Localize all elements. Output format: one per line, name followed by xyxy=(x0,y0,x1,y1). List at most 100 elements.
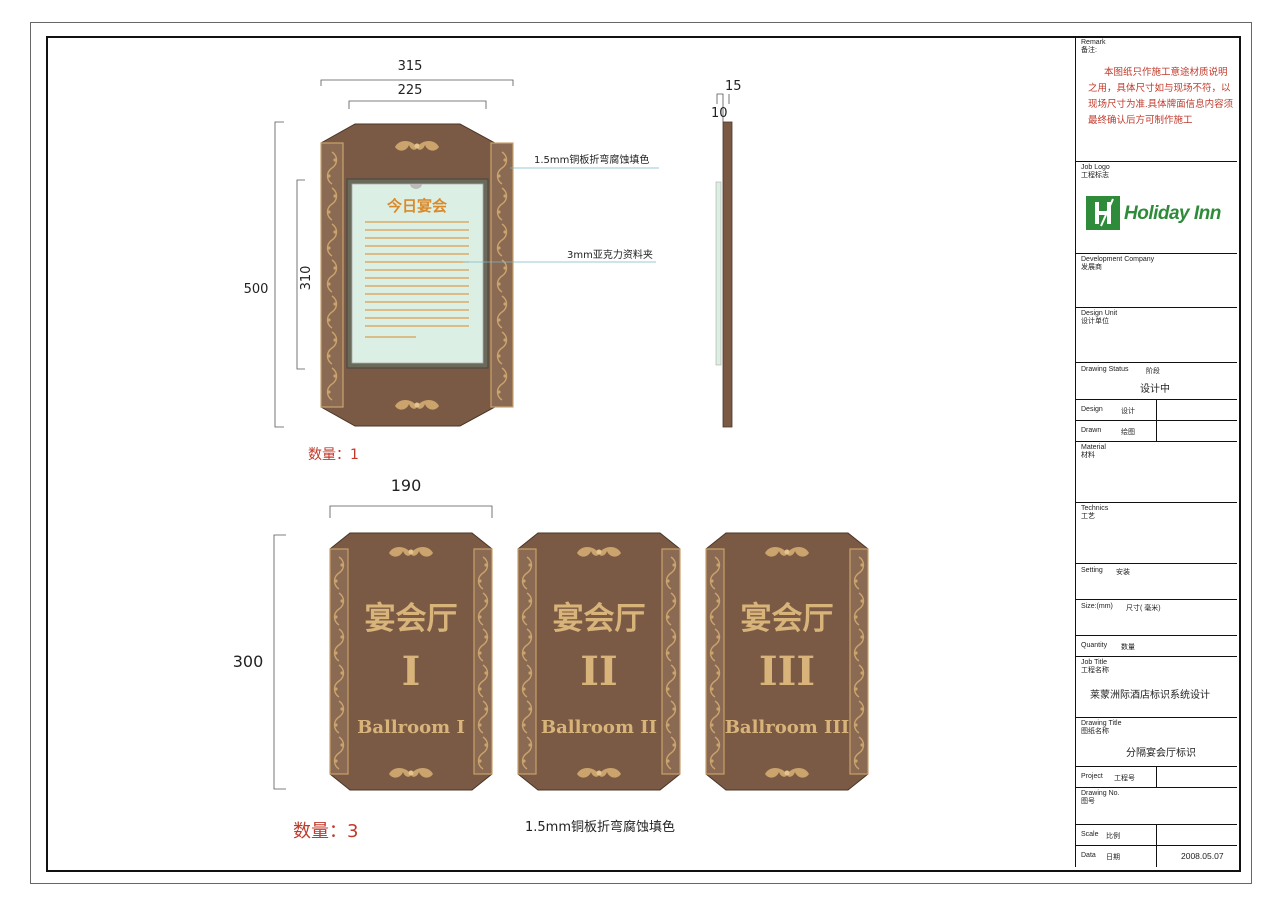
tb-job-title: Job Title 工程名称 莱蒙洲际酒店标识系统设计 xyxy=(1076,657,1237,718)
tb-remark-text: 本图纸只作施工意途材质说明之用，具体尺寸如与现场不符，以现场尺寸为准.具体牌面信… xyxy=(1088,67,1234,126)
sign-b-quantity: 数量：3 xyxy=(293,821,358,842)
tb-design-cn: 设计 xyxy=(1121,408,1135,415)
tb-dev-company: Development Company 发展商 xyxy=(1076,254,1237,308)
tb-setting-cn: 安装 xyxy=(1116,569,1130,576)
tb-technics-en: Technics xyxy=(1081,505,1109,512)
tb-material-cn: 材料 xyxy=(1081,452,1095,459)
tb-drawing-title-cn: 图纸名称 xyxy=(1081,728,1109,735)
tb-job-title-en: Job Title xyxy=(1081,659,1108,666)
tb-date: Data 日期 2008.05.07 xyxy=(1076,846,1237,867)
tb-drawing-title-value: 分隔宴会厅标识 xyxy=(1126,748,1196,759)
sign-a-side: 15 10 xyxy=(711,79,742,428)
outer-frame xyxy=(30,22,1252,884)
plate-chinese-name: 宴会厅 xyxy=(741,601,834,637)
sign-a-front: 315 225 500 310 xyxy=(244,59,659,463)
tb-quantity-cn: 数量 xyxy=(1121,644,1135,651)
dim-label-315: 315 xyxy=(398,59,423,74)
plate-right-strip xyxy=(661,548,681,775)
tb-drawing-status-en: Drawing Status xyxy=(1081,366,1129,373)
tb-quantity: Quantity 数量 xyxy=(1076,636,1237,657)
plate-english-name: Ballroom II xyxy=(541,717,657,738)
tb-drawing-status-value: 设计中 xyxy=(1140,384,1170,395)
dim-label-300: 300 xyxy=(233,652,264,671)
tb-size: Size:(mm) 尺寸( 毫米) xyxy=(1076,600,1237,636)
tb-drawing-no: Drawing No. 图号 xyxy=(1076,788,1237,825)
dim-label-310: 310 xyxy=(299,266,314,291)
tb-drawn-split xyxy=(1156,421,1157,441)
tb-material: Material 材料 xyxy=(1076,442,1237,503)
dim-line-500 xyxy=(274,121,284,428)
tb-date-cn: 日期 xyxy=(1106,854,1120,861)
tb-design: Design 设计 xyxy=(1076,400,1237,421)
dim-label-15: 15 xyxy=(725,79,742,94)
dim-line-315 xyxy=(320,79,514,86)
inner-frame xyxy=(46,36,1241,872)
sign-a-finger-notch xyxy=(410,184,422,189)
tb-drawing-status-cn: 阶段 xyxy=(1146,368,1160,375)
callout-copper: 1.5mm铜板折弯腐蚀填色 xyxy=(534,153,649,166)
tb-date-split xyxy=(1156,846,1157,867)
tb-drawn: Drawn 绘图 xyxy=(1076,421,1237,442)
tb-design-en: Design xyxy=(1081,406,1103,413)
plate-english-name: Ballroom I xyxy=(357,717,465,738)
plate-roman-numeral: III xyxy=(759,648,815,695)
plate-english-name: Ballroom III xyxy=(725,717,850,738)
tb-scale-en: Scale xyxy=(1081,831,1099,838)
plate-right-strip xyxy=(849,548,869,775)
sign-a-left-strip xyxy=(320,142,344,408)
sign-a-side-acrylic xyxy=(715,181,722,366)
sign-a-side-board xyxy=(722,121,733,428)
tb-scale-split xyxy=(1156,825,1157,845)
tb-job-title-value: 莱蒙洲际酒店标识系统设计 xyxy=(1090,690,1210,701)
holiday-inn-logo-text: Holiday Inn xyxy=(1124,203,1221,224)
tb-design-unit-cn: 设计单位 xyxy=(1081,318,1109,325)
tb-design-unit: Design Unit 设计单位 xyxy=(1076,308,1237,363)
plate-chinese-name: 宴会厅 xyxy=(553,601,646,637)
holiday-inn-h-icon xyxy=(1086,196,1120,230)
tb-dev-company-cn: 发展商 xyxy=(1081,264,1102,271)
callout-acrylic: 3mm亚克力资料夹 xyxy=(567,248,653,261)
tb-project-en: Project xyxy=(1081,773,1103,780)
plate-left-strip xyxy=(517,548,537,775)
tb-size-cn: 尺寸( 毫米) xyxy=(1126,605,1161,612)
tb-drawing-title-en: Drawing Title xyxy=(1081,720,1122,727)
tb-drawn-cn: 绘图 xyxy=(1121,429,1135,436)
plate-left-strip xyxy=(705,548,725,775)
dim-label-190: 190 xyxy=(391,476,422,495)
sign-a-acrylic-panel xyxy=(351,183,484,364)
tb-material-en: Material xyxy=(1081,444,1106,451)
tb-project-split xyxy=(1156,767,1157,787)
tb-job-logo: Job Logo 工程标志 Holiday Inn xyxy=(1076,162,1237,254)
holiday-inn-logo: Holiday Inn xyxy=(1086,196,1224,236)
tb-project-cn: 工程号 xyxy=(1114,775,1135,782)
tb-job-logo-cn: 工程标志 xyxy=(1081,172,1109,179)
tb-scale: Scale 比例 xyxy=(1076,825,1237,846)
plate-chinese-name: 宴会厅 xyxy=(365,601,458,637)
tb-remark-cn: 备注: xyxy=(1081,47,1097,54)
drawing-area: 315 225 500 310 xyxy=(233,59,869,842)
tb-scale-cn: 比例 xyxy=(1106,833,1120,840)
sign-a-right-strip xyxy=(490,142,514,408)
tb-project: Project 工程号 xyxy=(1076,767,1237,788)
dim-line-310 xyxy=(296,179,305,370)
plate-right-strip xyxy=(473,548,493,775)
tb-technics-cn: 工艺 xyxy=(1081,513,1095,520)
tb-drawing-no-en: Drawing No. xyxy=(1081,790,1120,797)
dim-line-225 xyxy=(348,100,487,109)
tb-drawing-title: Drawing Title 图纸名称 分隔宴会厅标识 xyxy=(1076,718,1237,767)
tb-design-split xyxy=(1156,400,1157,420)
sign-a-quantity: 数量：1 xyxy=(308,447,359,463)
tb-remark: Remark 备注: 本图纸只作施工意途材质说明之用，具体尺寸如与现场不符，以现… xyxy=(1076,37,1237,162)
tb-dev-company-en: Development Company xyxy=(1081,256,1155,263)
tb-design-unit-en: Design Unit xyxy=(1081,310,1118,317)
title-block: Remark 备注: 本图纸只作施工意途材质说明之用，具体尺寸如与现场不符，以现… xyxy=(1075,37,1237,867)
tb-setting: Setting 安装 xyxy=(1076,564,1237,600)
dim-line-side xyxy=(716,93,730,122)
tb-job-logo-en: Job Logo xyxy=(1081,164,1110,171)
tb-technics: Technics 工艺 xyxy=(1076,503,1237,564)
sign-b-caption: 1.5mm铜板折弯腐蚀填色 xyxy=(525,819,675,835)
